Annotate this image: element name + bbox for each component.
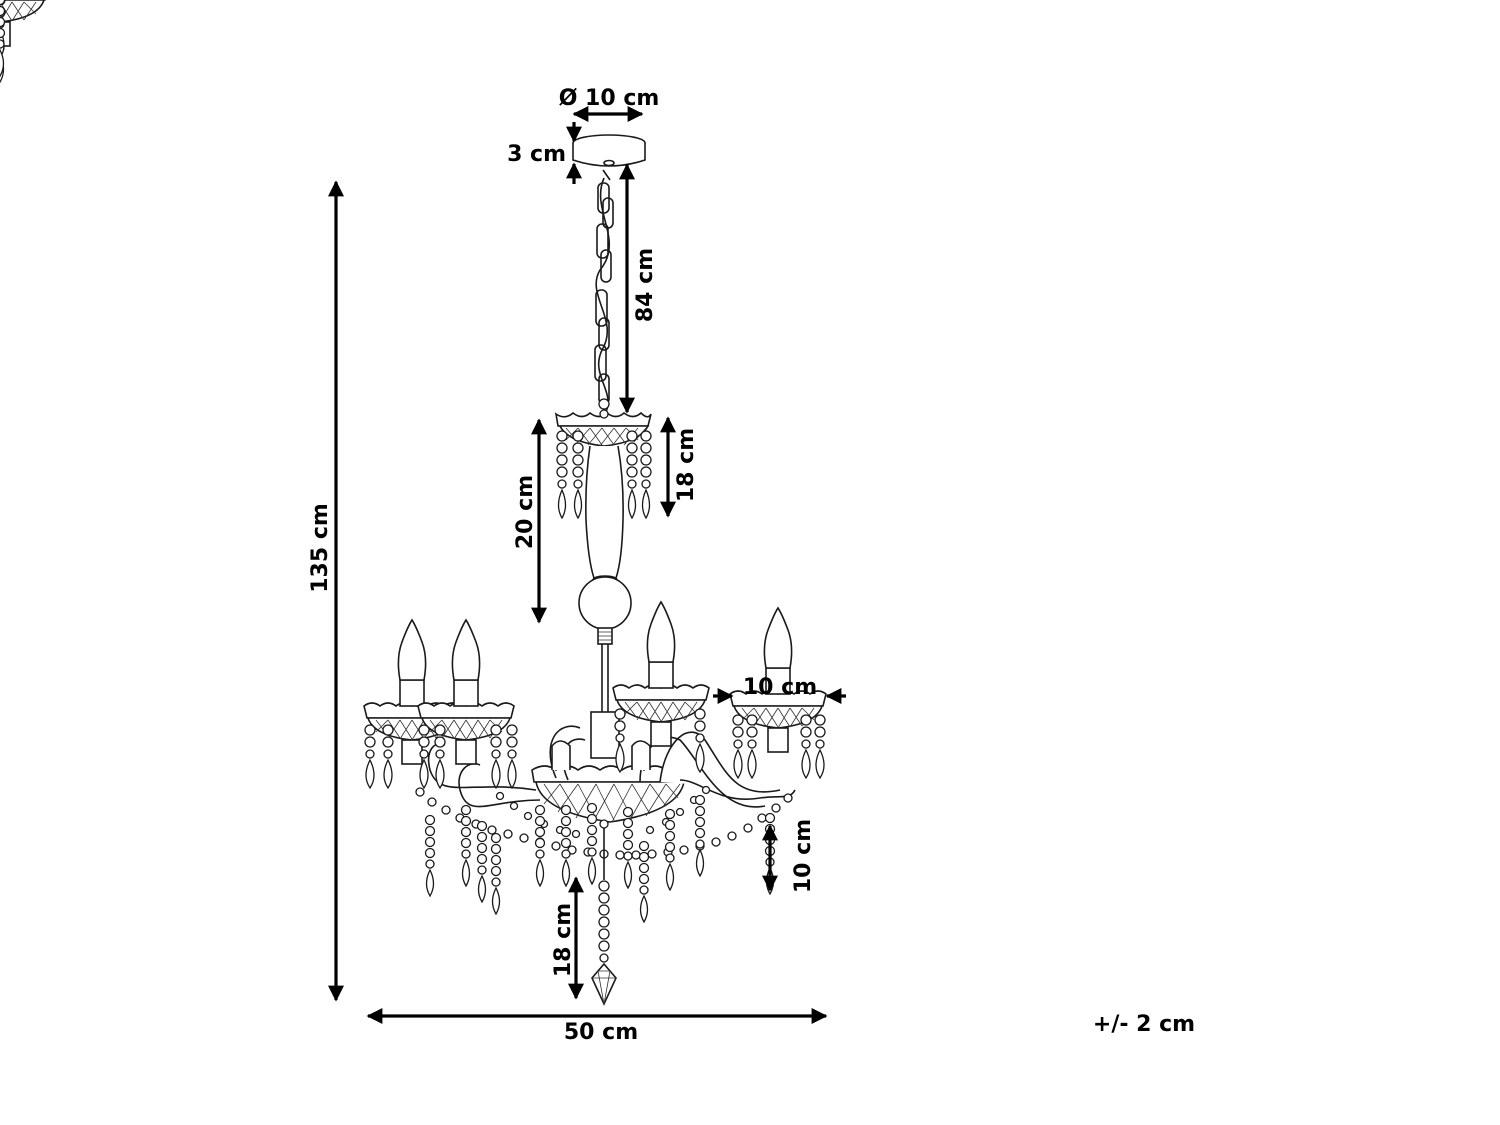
bottom-drop-label: 18 cm (551, 903, 576, 977)
top-cup-pendants (0, 0, 652, 519)
total-width-label: 50 cm (564, 1020, 638, 1045)
arm-cup-width-label: 10 cm (743, 675, 817, 700)
chain-length-label: 84 cm (633, 248, 658, 322)
stem (578, 445, 632, 759)
candle-arms (0, 0, 827, 765)
bowl-pendants (0, 0, 776, 923)
stem-length-label: 20 cm (513, 475, 538, 549)
canopy-diameter-label: Ø 10 cm (559, 86, 660, 111)
tolerance-label: +/- 2 cm (1093, 1012, 1195, 1037)
chain (594, 169, 614, 413)
chandelier-drawing (0, 0, 827, 1006)
arm-crystal-drop-label: 10 cm (791, 819, 816, 893)
canopy-height-label: 3 cm (507, 142, 566, 167)
center-drop (591, 819, 617, 1006)
ceiling-canopy (572, 134, 646, 167)
top-crystal-cup (554, 409, 652, 447)
dimension-lines (328, 106, 846, 1024)
dimension-labels: Ø 10 cm 3 cm 84 cm 20 cm 18 cm 135 cm 10… (308, 86, 1195, 1045)
total-height-label: 135 cm (308, 503, 333, 593)
top-cup-drop-label: 18 cm (674, 428, 699, 502)
